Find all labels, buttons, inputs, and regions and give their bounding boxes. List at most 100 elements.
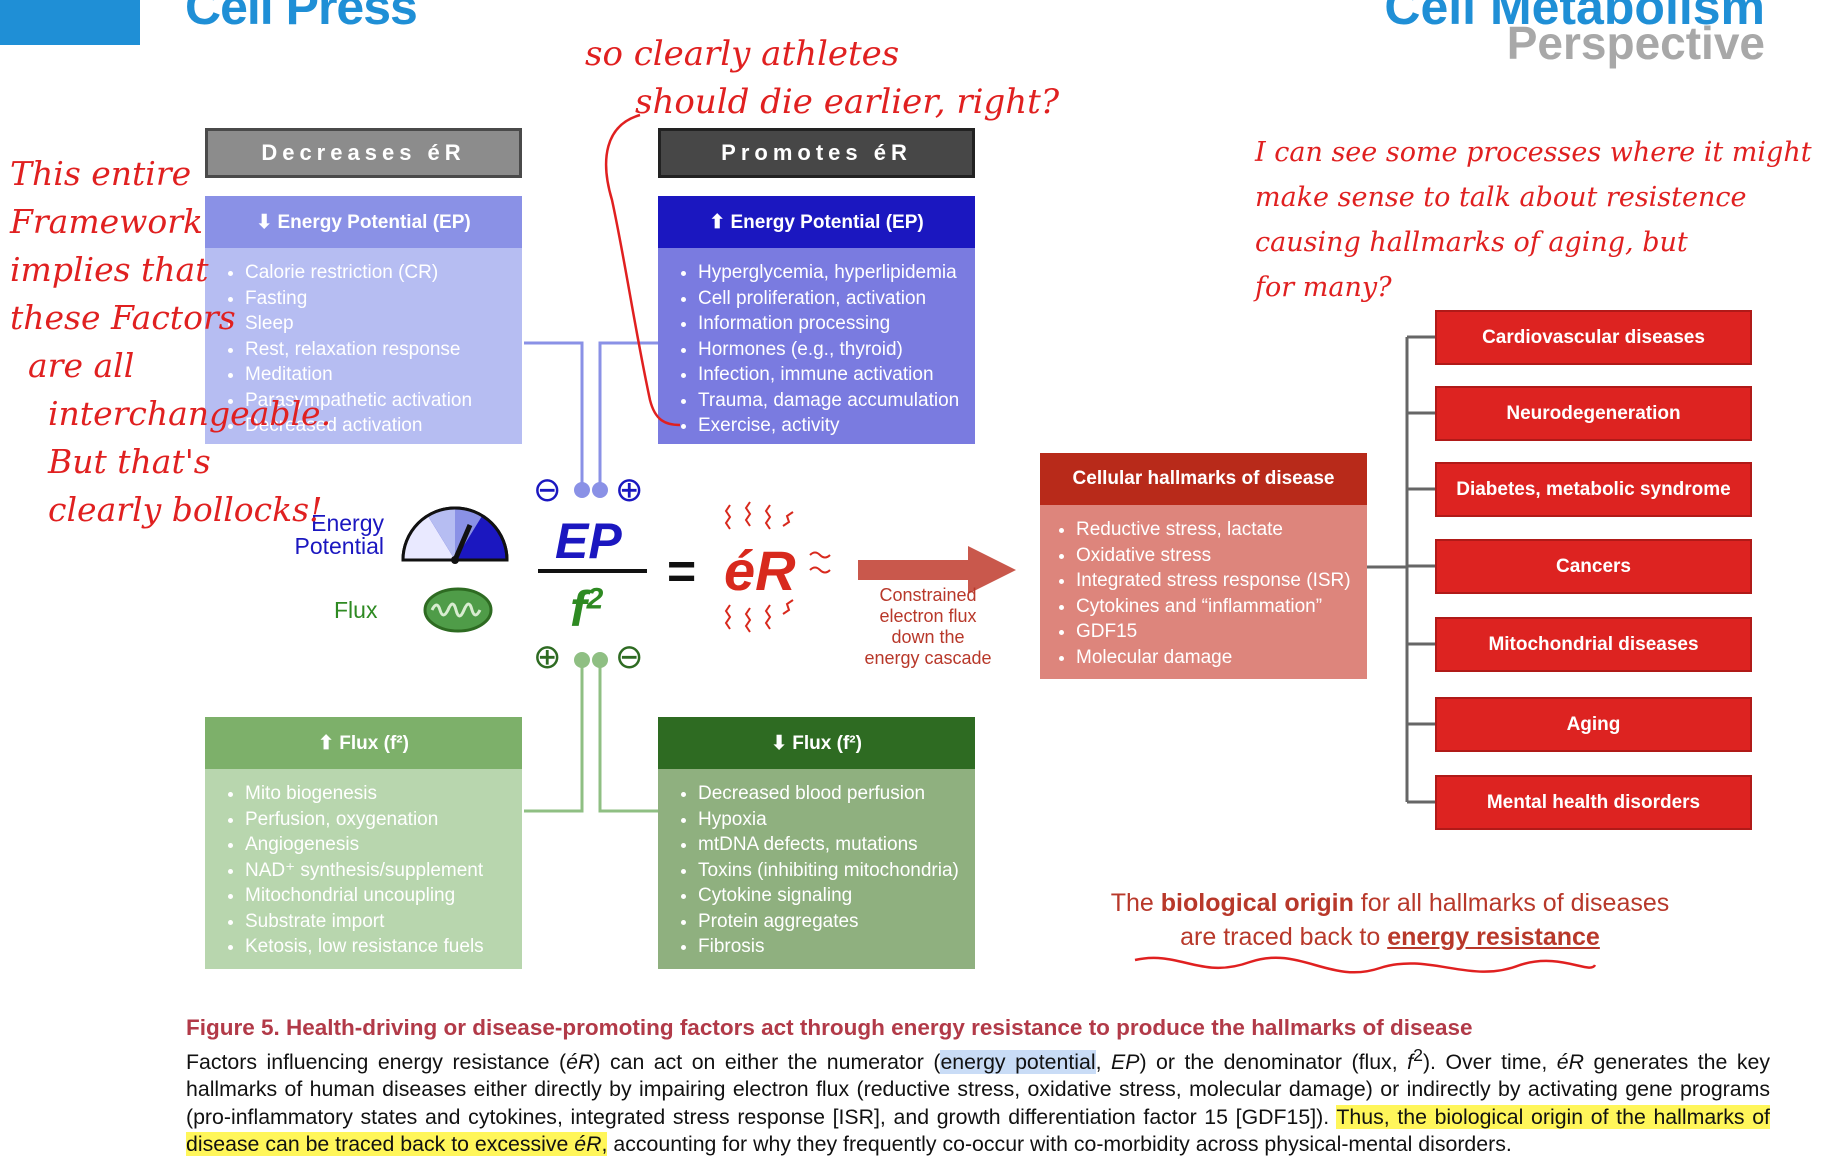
decreases-header: Decreases éR bbox=[205, 128, 522, 178]
note-line: electron flux bbox=[879, 606, 977, 626]
flux-label: Flux bbox=[334, 597, 378, 623]
equation-numerator: EP bbox=[555, 513, 622, 569]
disease-box-neurodegeneration: Neurodegeneration bbox=[1435, 386, 1752, 441]
note-line: This entire bbox=[10, 154, 192, 193]
ep-decrease-title: ⬇ Energy Potential (EP) bbox=[205, 196, 522, 248]
disease-box-diabetes: Diabetes, metabolic syndrome bbox=[1435, 462, 1752, 517]
list-item: Exercise, activity bbox=[698, 413, 975, 439]
mitochondrion-icon bbox=[423, 587, 493, 633]
list-item: Decreased blood perfusion bbox=[698, 781, 975, 807]
list-item: Parasympathetic activation bbox=[245, 388, 522, 414]
handwritten-note-top: so clearly athletes should die earlier, … bbox=[585, 30, 1059, 126]
handwritten-note-left: This entire Framework implies that these… bbox=[10, 150, 331, 534]
flux-decrease-title: ⬇ Flux (f²) bbox=[658, 717, 975, 769]
minus-sign-flux: ⊖ bbox=[615, 638, 644, 676]
disease-box-cardiovascular: Cardiovascular diseases bbox=[1435, 310, 1752, 365]
note-line: causing hallmarks of aging, but bbox=[1255, 227, 1688, 258]
note-line: make sense to talk about resistence bbox=[1255, 182, 1747, 213]
minus-sign-ep: ⊖ bbox=[533, 471, 562, 509]
cellular-hallmarks-box: Cellular hallmarks of disease Reductive … bbox=[1040, 453, 1367, 679]
equation-result: éR bbox=[724, 539, 796, 602]
list-item: Mitochondrial uncoupling bbox=[245, 883, 522, 909]
flux-increase-list: Mito biogenesis Perfusion, oxygenation A… bbox=[205, 769, 522, 969]
figure-caption: Figure 5. Health-driving or disease-prom… bbox=[186, 1014, 1770, 1159]
list-item: Molecular damage bbox=[1076, 645, 1367, 671]
list-item: mtDNA defects, mutations bbox=[698, 832, 975, 858]
energy-label-line: Energy bbox=[311, 510, 384, 536]
flux-increase-box: ⬆ Flux (f²) Mito biogenesis Perfusion, o… bbox=[205, 717, 522, 969]
list-item: Cytokine signaling bbox=[698, 883, 975, 909]
list-item: Infection, immune activation bbox=[698, 362, 975, 388]
note-line: these Factors bbox=[10, 298, 236, 337]
hallmarks-title: Cellular hallmarks of disease bbox=[1040, 453, 1367, 505]
list-item: Hyperglycemia, hyperlipidemia bbox=[698, 260, 975, 286]
list-item: Cytokines and “inflammation” bbox=[1076, 594, 1367, 620]
list-item: Hormones (e.g., thyroid) bbox=[698, 337, 975, 363]
origin-line-1: The biological origin for all hallmarks … bbox=[1110, 889, 1670, 917]
note-line: for many? bbox=[1255, 272, 1392, 303]
note-line: are all bbox=[28, 346, 135, 385]
list-item: Perfusion, oxygenation bbox=[245, 807, 522, 833]
electron-flux-note: Constrained electron flux down the energ… bbox=[848, 585, 1008, 669]
list-item: Oxidative stress bbox=[1076, 543, 1367, 569]
equation-equals: = bbox=[667, 543, 697, 599]
list-item: Fibrosis bbox=[698, 934, 975, 960]
list-item: Information processing bbox=[698, 311, 975, 337]
note-line: Framework bbox=[10, 202, 204, 241]
list-item: Fasting bbox=[245, 286, 522, 312]
equation-denominator: f2 bbox=[570, 581, 604, 637]
ep-increase-box: ⬆ Energy Potential (EP) Hyperglycemia, h… bbox=[658, 196, 975, 444]
plus-sign-flux: ⊕ bbox=[533, 638, 562, 676]
list-item: Trauma, damage accumulation bbox=[698, 388, 975, 414]
list-item: Integrated stress response (ISR) bbox=[1076, 568, 1367, 594]
ep-decrease-list: Calorie restriction (CR) Fasting Sleep R… bbox=[205, 248, 522, 444]
disease-box-aging: Aging bbox=[1435, 697, 1752, 752]
list-item: Decreased activation bbox=[245, 413, 522, 439]
journal-name: Cell Metabolism bbox=[1384, 0, 1765, 35]
flux-decrease-list: Decreased blood perfusion Hypoxia mtDNA … bbox=[658, 769, 975, 969]
equation-exponent: 2 bbox=[586, 582, 604, 616]
caption-title: Figure 5. Health-driving or disease-prom… bbox=[186, 1015, 1473, 1040]
journal-color-bar bbox=[0, 0, 140, 45]
note-line: I can see some processes where it might bbox=[1255, 137, 1812, 168]
note-line: down the bbox=[891, 627, 965, 647]
list-item: Hypoxia bbox=[698, 807, 975, 833]
note-line: energy cascade bbox=[864, 648, 992, 668]
list-item: Angiogenesis bbox=[245, 832, 522, 858]
list-item: GDF15 bbox=[1076, 619, 1367, 645]
list-item: Cell proliferation, activation bbox=[698, 286, 975, 312]
ep-decrease-box: ⬇ Energy Potential (EP) Calorie restrict… bbox=[205, 196, 522, 444]
note-line: But that's bbox=[48, 442, 211, 481]
note-line: Constrained bbox=[879, 585, 977, 605]
hallmarks-list: Reductive stress, lactate Oxidative stre… bbox=[1040, 505, 1367, 679]
list-item: Meditation bbox=[245, 362, 522, 388]
note-line: interchangeable. bbox=[48, 394, 332, 433]
energy-gauge-icon bbox=[401, 506, 509, 564]
list-item: Reductive stress, lactate bbox=[1076, 517, 1367, 543]
potential-label-line: Potential bbox=[294, 533, 384, 559]
list-item: Mito biogenesis bbox=[245, 781, 522, 807]
list-item: Rest, relaxation response bbox=[245, 337, 522, 363]
ep-increase-title: ⬆ Energy Potential (EP) bbox=[658, 196, 975, 248]
resistance-squiggles-icon bbox=[724, 501, 831, 633]
flux-increase-title: ⬆ Flux (f²) bbox=[205, 717, 522, 769]
note-line: clearly bollocks! bbox=[48, 490, 323, 529]
list-item: Substrate import bbox=[245, 909, 522, 935]
disease-box-mitochondrial: Mitochondrial diseases bbox=[1435, 617, 1752, 672]
handwritten-note-right: I can see some processes where it might … bbox=[1255, 130, 1812, 310]
promotes-header: Promotes éR bbox=[658, 128, 975, 178]
flux-decrease-box: ⬇ Flux (f²) Decreased blood perfusion Hy… bbox=[658, 717, 975, 969]
caption-body: Factors influencing energy resistance (é… bbox=[186, 1044, 1770, 1157]
disease-box-mental-health: Mental health disorders bbox=[1435, 775, 1752, 830]
article-type: Perspective bbox=[1506, 17, 1765, 69]
list-item: NAD⁺ synthesis/supplement bbox=[245, 858, 522, 884]
origin-line-2: are traced back to energy resistance bbox=[1180, 923, 1600, 951]
note-line: so clearly athletes bbox=[585, 34, 900, 74]
note-line: implies that bbox=[10, 250, 209, 289]
list-item: Protein aggregates bbox=[698, 909, 975, 935]
list-item: Calorie restriction (CR) bbox=[245, 260, 522, 286]
ep-increase-list: Hyperglycemia, hyperlipidemia Cell proli… bbox=[658, 248, 975, 444]
disease-box-cancers: Cancers bbox=[1435, 539, 1752, 594]
list-item: Toxins (inhibiting mitochondria) bbox=[698, 858, 975, 884]
